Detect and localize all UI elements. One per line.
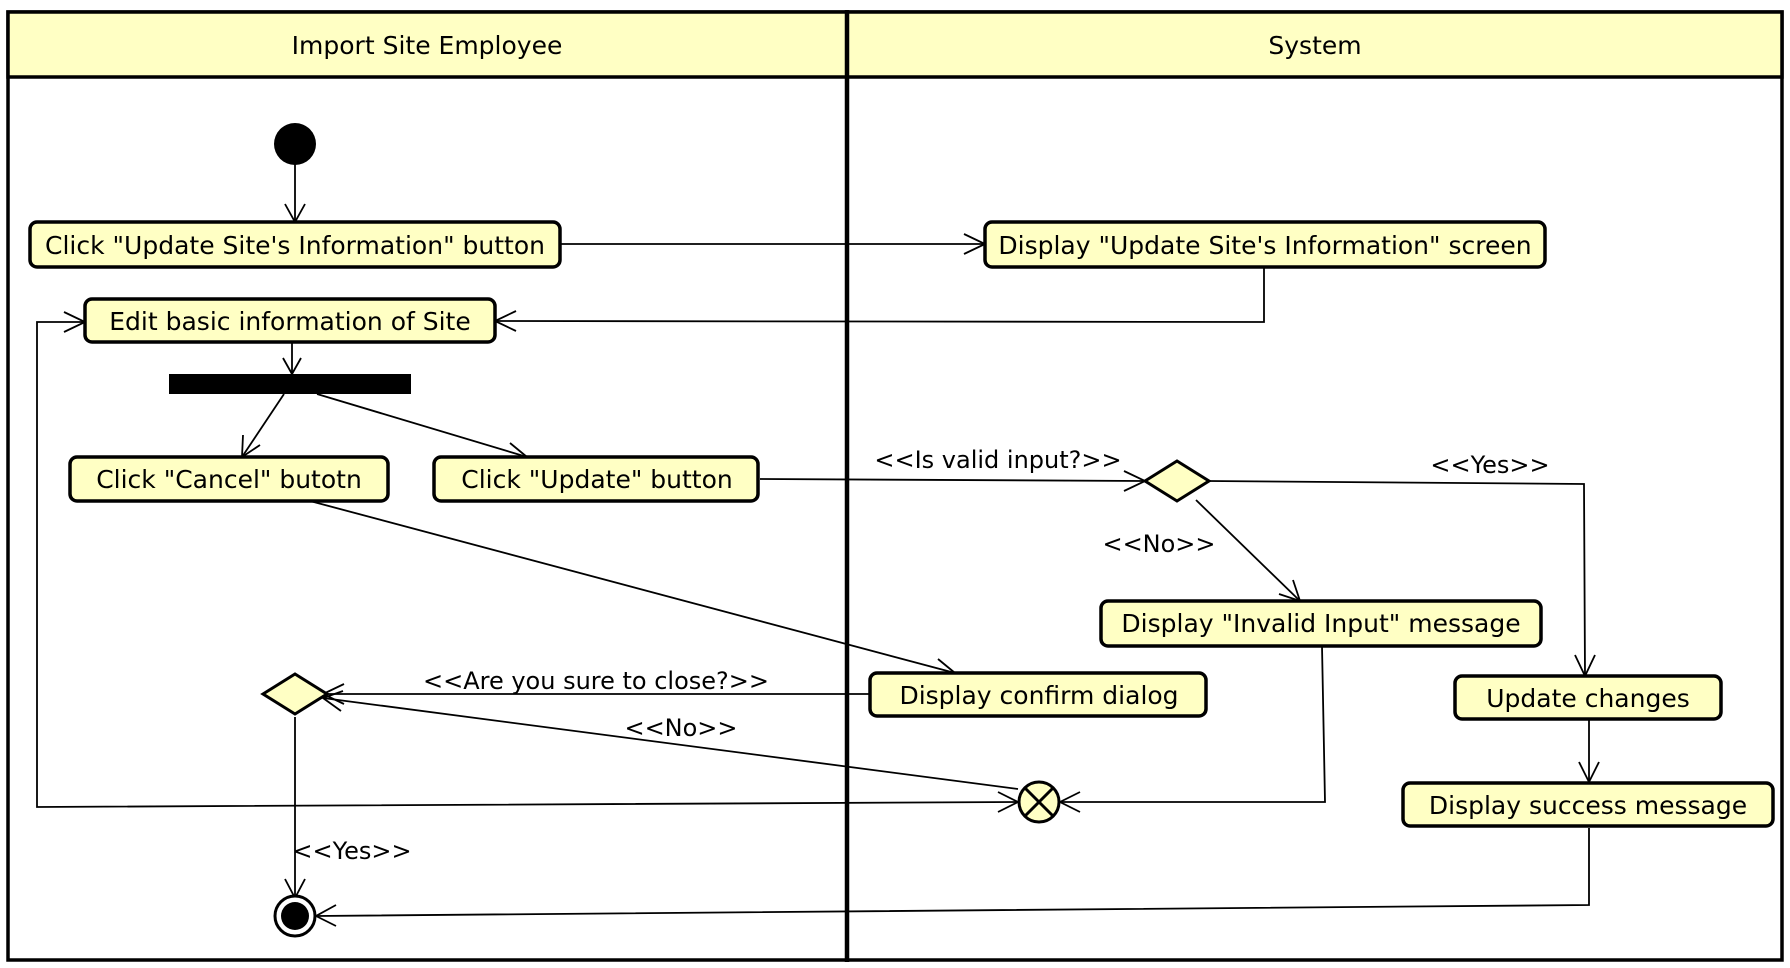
action-click-update-info-label: Click "Update Site's Information" button bbox=[45, 231, 545, 260]
activity-final-node bbox=[273, 894, 317, 938]
control-flows bbox=[36, 163, 1600, 927]
valid-input-decision bbox=[1142, 459, 1212, 503]
lane-title-employee: Import Site Employee bbox=[292, 31, 563, 60]
action-click-update-label: Click "Update" button bbox=[461, 465, 732, 494]
flow-invalid-to-flow-final bbox=[1060, 645, 1326, 803]
flow-update-to-valid-decision bbox=[759, 478, 1146, 482]
flow-final-node bbox=[1017, 780, 1061, 824]
action-display-invalid-message-label: Display "Invalid Input" message bbox=[1121, 609, 1520, 638]
flow-loop-to-edit bbox=[36, 321, 1019, 808]
action-edit-basic-info-label: Edit basic information of Site bbox=[109, 307, 471, 336]
action-display-success-message: Display success message bbox=[1401, 781, 1775, 828]
guard-are-you-sure: <<Are you sure to close?>> bbox=[423, 667, 769, 695]
lane-title-system: System bbox=[1268, 31, 1361, 60]
action-display-update-screen-label: Display "Update Site's Information" scre… bbox=[998, 231, 1531, 260]
flow-fork-to-update bbox=[316, 393, 528, 458]
action-edit-basic-info: Edit basic information of Site bbox=[83, 297, 497, 344]
action-update-changes-label: Update changes bbox=[1486, 684, 1690, 713]
flow-to-edit-basic-info bbox=[494, 267, 1265, 323]
guard-is-valid-input: <<Is valid input?>> bbox=[874, 446, 1121, 474]
flow-close-no bbox=[322, 697, 1019, 790]
action-click-cancel-label: Click "Cancel" butotn bbox=[96, 465, 362, 494]
guard-close-no: <<No>> bbox=[624, 714, 737, 742]
action-display-invalid-message: Display "Invalid Input" message bbox=[1099, 599, 1543, 648]
action-display-success-message-label: Display success message bbox=[1429, 791, 1747, 820]
close-confirm-decision bbox=[260, 672, 330, 716]
fork-bar bbox=[169, 374, 411, 394]
initial-node bbox=[274, 123, 316, 165]
flow-fork-to-cancel bbox=[241, 393, 285, 458]
action-display-confirm-dialog: Display confirm dialog bbox=[868, 671, 1208, 718]
action-click-cancel: Click "Cancel" butotn bbox=[68, 455, 390, 503]
guard-valid-yes: <<Yes>> bbox=[1430, 451, 1549, 479]
flow-success-to-final bbox=[315, 828, 1590, 917]
action-click-update: Click "Update" button bbox=[432, 455, 760, 503]
action-click-update-info: Click "Update Site's Information" button bbox=[28, 220, 562, 269]
action-update-changes: Update changes bbox=[1453, 674, 1723, 721]
guard-close-yes: <<Yes>> bbox=[292, 837, 411, 865]
action-display-confirm-dialog-label: Display confirm dialog bbox=[899, 681, 1178, 710]
flow-valid-no bbox=[1195, 499, 1301, 602]
flow-valid-yes bbox=[1207, 480, 1586, 677]
action-display-update-screen: Display "Update Site's Information" scre… bbox=[983, 220, 1547, 269]
lane-header-band bbox=[6, 10, 1784, 79]
flow-cancel-to-confirm bbox=[309, 500, 956, 674]
guard-valid-no: <<No>> bbox=[1102, 530, 1215, 558]
